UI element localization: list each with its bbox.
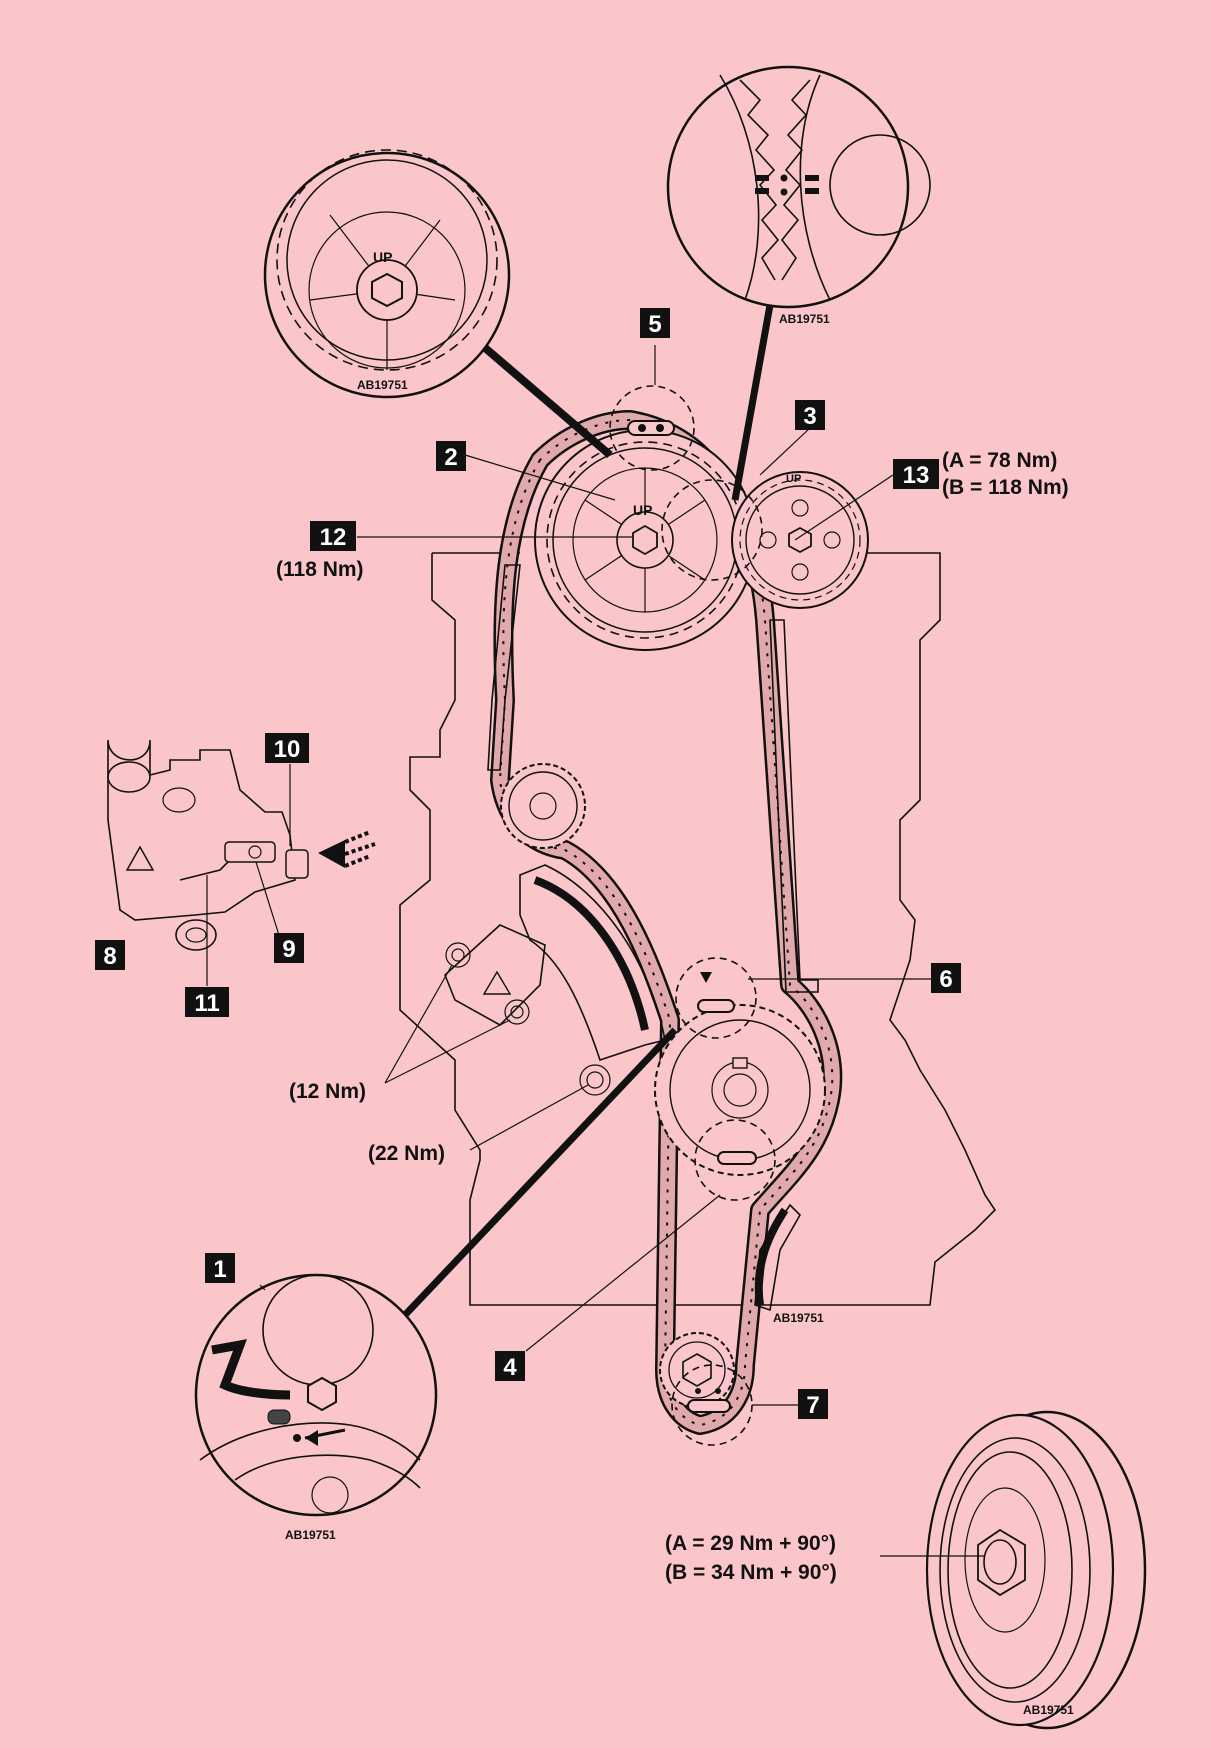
- detail-circle-5: [609, 385, 695, 471]
- svg-text:3: 3: [803, 403, 816, 430]
- upper-chain-guide: [487, 564, 521, 771]
- callout-leaders: [206, 345, 985, 1557]
- callout-10: 10: [265, 733, 309, 763]
- torque-pulley-a: (A = 29 Nm + 90°): [665, 1532, 836, 1555]
- crankshaft-sprocket: [654, 1004, 826, 1176]
- ref-mark-detail: AB19751: [779, 312, 830, 326]
- svg-text:4: 4: [503, 1354, 517, 1381]
- torque-cam-intake: (118 Nm): [276, 558, 364, 581]
- svg-text:1: 1: [213, 1256, 226, 1283]
- callout-1: 1: [205, 1253, 235, 1283]
- torque-tensioner-bolts: (12 Nm): [289, 1080, 366, 1103]
- svg-text:6: 6: [939, 966, 952, 993]
- exhaust-camshaft-sprocket: UP: [731, 471, 869, 609]
- colored-chain-links: [627, 420, 757, 1413]
- detail-circle-6: [675, 957, 757, 1039]
- ref-pulley: AB19751: [1023, 1703, 1074, 1717]
- engine-block-outline: [399, 552, 997, 1306]
- torque-cam-exhaust-b: (B = 118 Nm): [942, 476, 1069, 499]
- svg-text:11: 11: [194, 990, 219, 1017]
- svg-text:8: 8: [103, 943, 116, 970]
- callout-12: 12: [310, 521, 356, 551]
- callout-9: 9: [274, 933, 304, 963]
- svg-text:2: 2: [444, 444, 457, 471]
- crankshaft-pulley: AB19751: [925, 1410, 1147, 1730]
- up-mark-cam: UP: [633, 502, 652, 518]
- svg-text:9: 9: [282, 936, 295, 963]
- callout-5: 5: [640, 308, 670, 338]
- callout-6: 6: [931, 963, 961, 993]
- callout-4: 4: [495, 1351, 525, 1381]
- inset-leaders: [402, 304, 774, 1318]
- torque-pulley-b: (B = 34 Nm + 90°): [665, 1561, 837, 1584]
- lower-chain-guide: [754, 1203, 801, 1312]
- callout-13: 13: [893, 459, 939, 489]
- idler-sprocket: [500, 763, 586, 849]
- ref-cam-detail: AB19751: [357, 378, 408, 392]
- svg-text:7: 7: [806, 1392, 819, 1419]
- callout-2: 2: [436, 441, 466, 471]
- svg-text:12: 12: [320, 524, 347, 551]
- timing-mark-alignment-detail: AB19751: [666, 65, 931, 326]
- ref-engine: AB19751: [773, 1311, 824, 1325]
- svg-text:10: 10: [274, 736, 301, 763]
- detail-circle-3: [661, 479, 763, 581]
- callout-7: 7: [798, 1389, 828, 1419]
- camshaft-sprocket-detail: UP AB19751: [263, 149, 511, 399]
- svg-text:13: 13: [903, 462, 930, 489]
- right-chain-guide: [769, 619, 819, 993]
- callout-3: 3: [795, 400, 825, 430]
- callout-11: 11: [185, 987, 229, 1017]
- intake-camshaft-sprocket: UP: [534, 429, 756, 651]
- detail-circle-4: [694, 1119, 776, 1201]
- tensioner-detail: [107, 739, 376, 951]
- oil-pump-sprocket: [659, 1332, 735, 1408]
- up-mark-small: UP: [786, 473, 801, 485]
- callout-8: 8: [95, 940, 125, 970]
- svg-text:5: 5: [648, 311, 661, 338]
- up-mark-detail: UP: [373, 249, 392, 265]
- crank-timing-mark-detail: AB19751: [194, 1273, 438, 1542]
- ref-crank-detail: AB19751: [285, 1528, 336, 1542]
- torque-cam-exhaust-a: (A = 78 Nm): [942, 449, 1057, 472]
- installed-tensioner: [444, 924, 611, 1096]
- torque-guide-bolt: (22 Nm): [368, 1142, 445, 1165]
